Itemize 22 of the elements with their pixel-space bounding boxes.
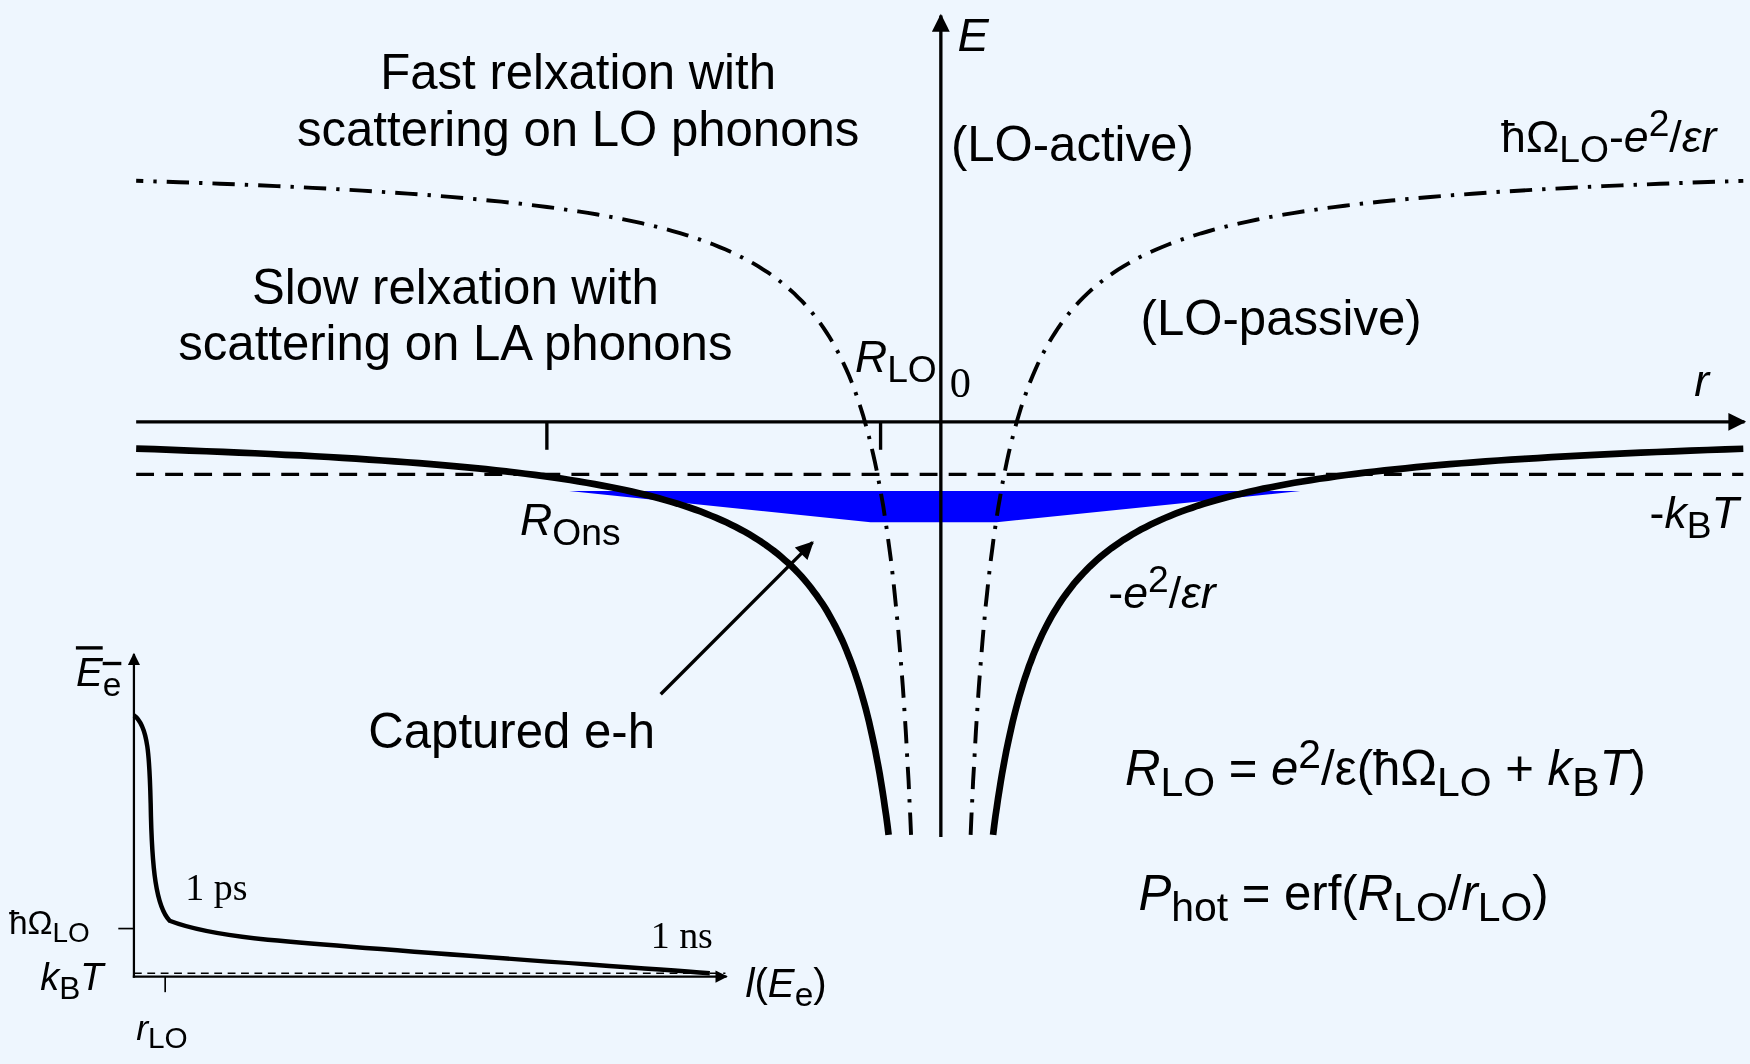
formula: R$_{LO}$ = e$^{2}$/ε(ħΩ$_{LO}$ + k$_{B}$T) [1125, 731, 1646, 807]
region-label: (LO-active) [950, 116, 1194, 173]
curve-label: ħΩ$_{LO}$-e$^{2}$/εr [1501, 102, 1717, 172]
callout-label: Captured e-h [368, 703, 655, 760]
axis-label: E$_{e}$ [75, 649, 122, 704]
region-description: Fast relxation with scattering on LO phonons [295, 44, 861, 158]
origin-label: 0 [949, 359, 971, 409]
axis-label: E [957, 8, 989, 63]
leader-line [659, 541, 814, 696]
region-description: Slow relxation with scattering on LA phonons [177, 258, 734, 372]
region-label: (LO-passive) [1140, 290, 1422, 347]
tick-label: k$_{B}$T [40, 955, 104, 1006]
tick-label: R$_{Ons}$ [520, 493, 621, 554]
tick-label: R$_{LO}$ [854, 330, 937, 391]
curve-label: -e$^{2}$/εr [1108, 558, 1216, 618]
axis-label: r [1694, 355, 1710, 407]
tick-label: ħΩ$_{LO}$ [8, 904, 90, 949]
time-label: 1 ns [650, 913, 713, 957]
formula: P$_{hot}$ = erf(R$_{LO}$/r$_{LO}$) [1138, 864, 1549, 931]
tick-label: r$_{LO}$ [136, 1007, 188, 1056]
axis-label: l(E$_{e}$) [745, 959, 827, 1015]
time-label: 1 ps [185, 865, 248, 909]
